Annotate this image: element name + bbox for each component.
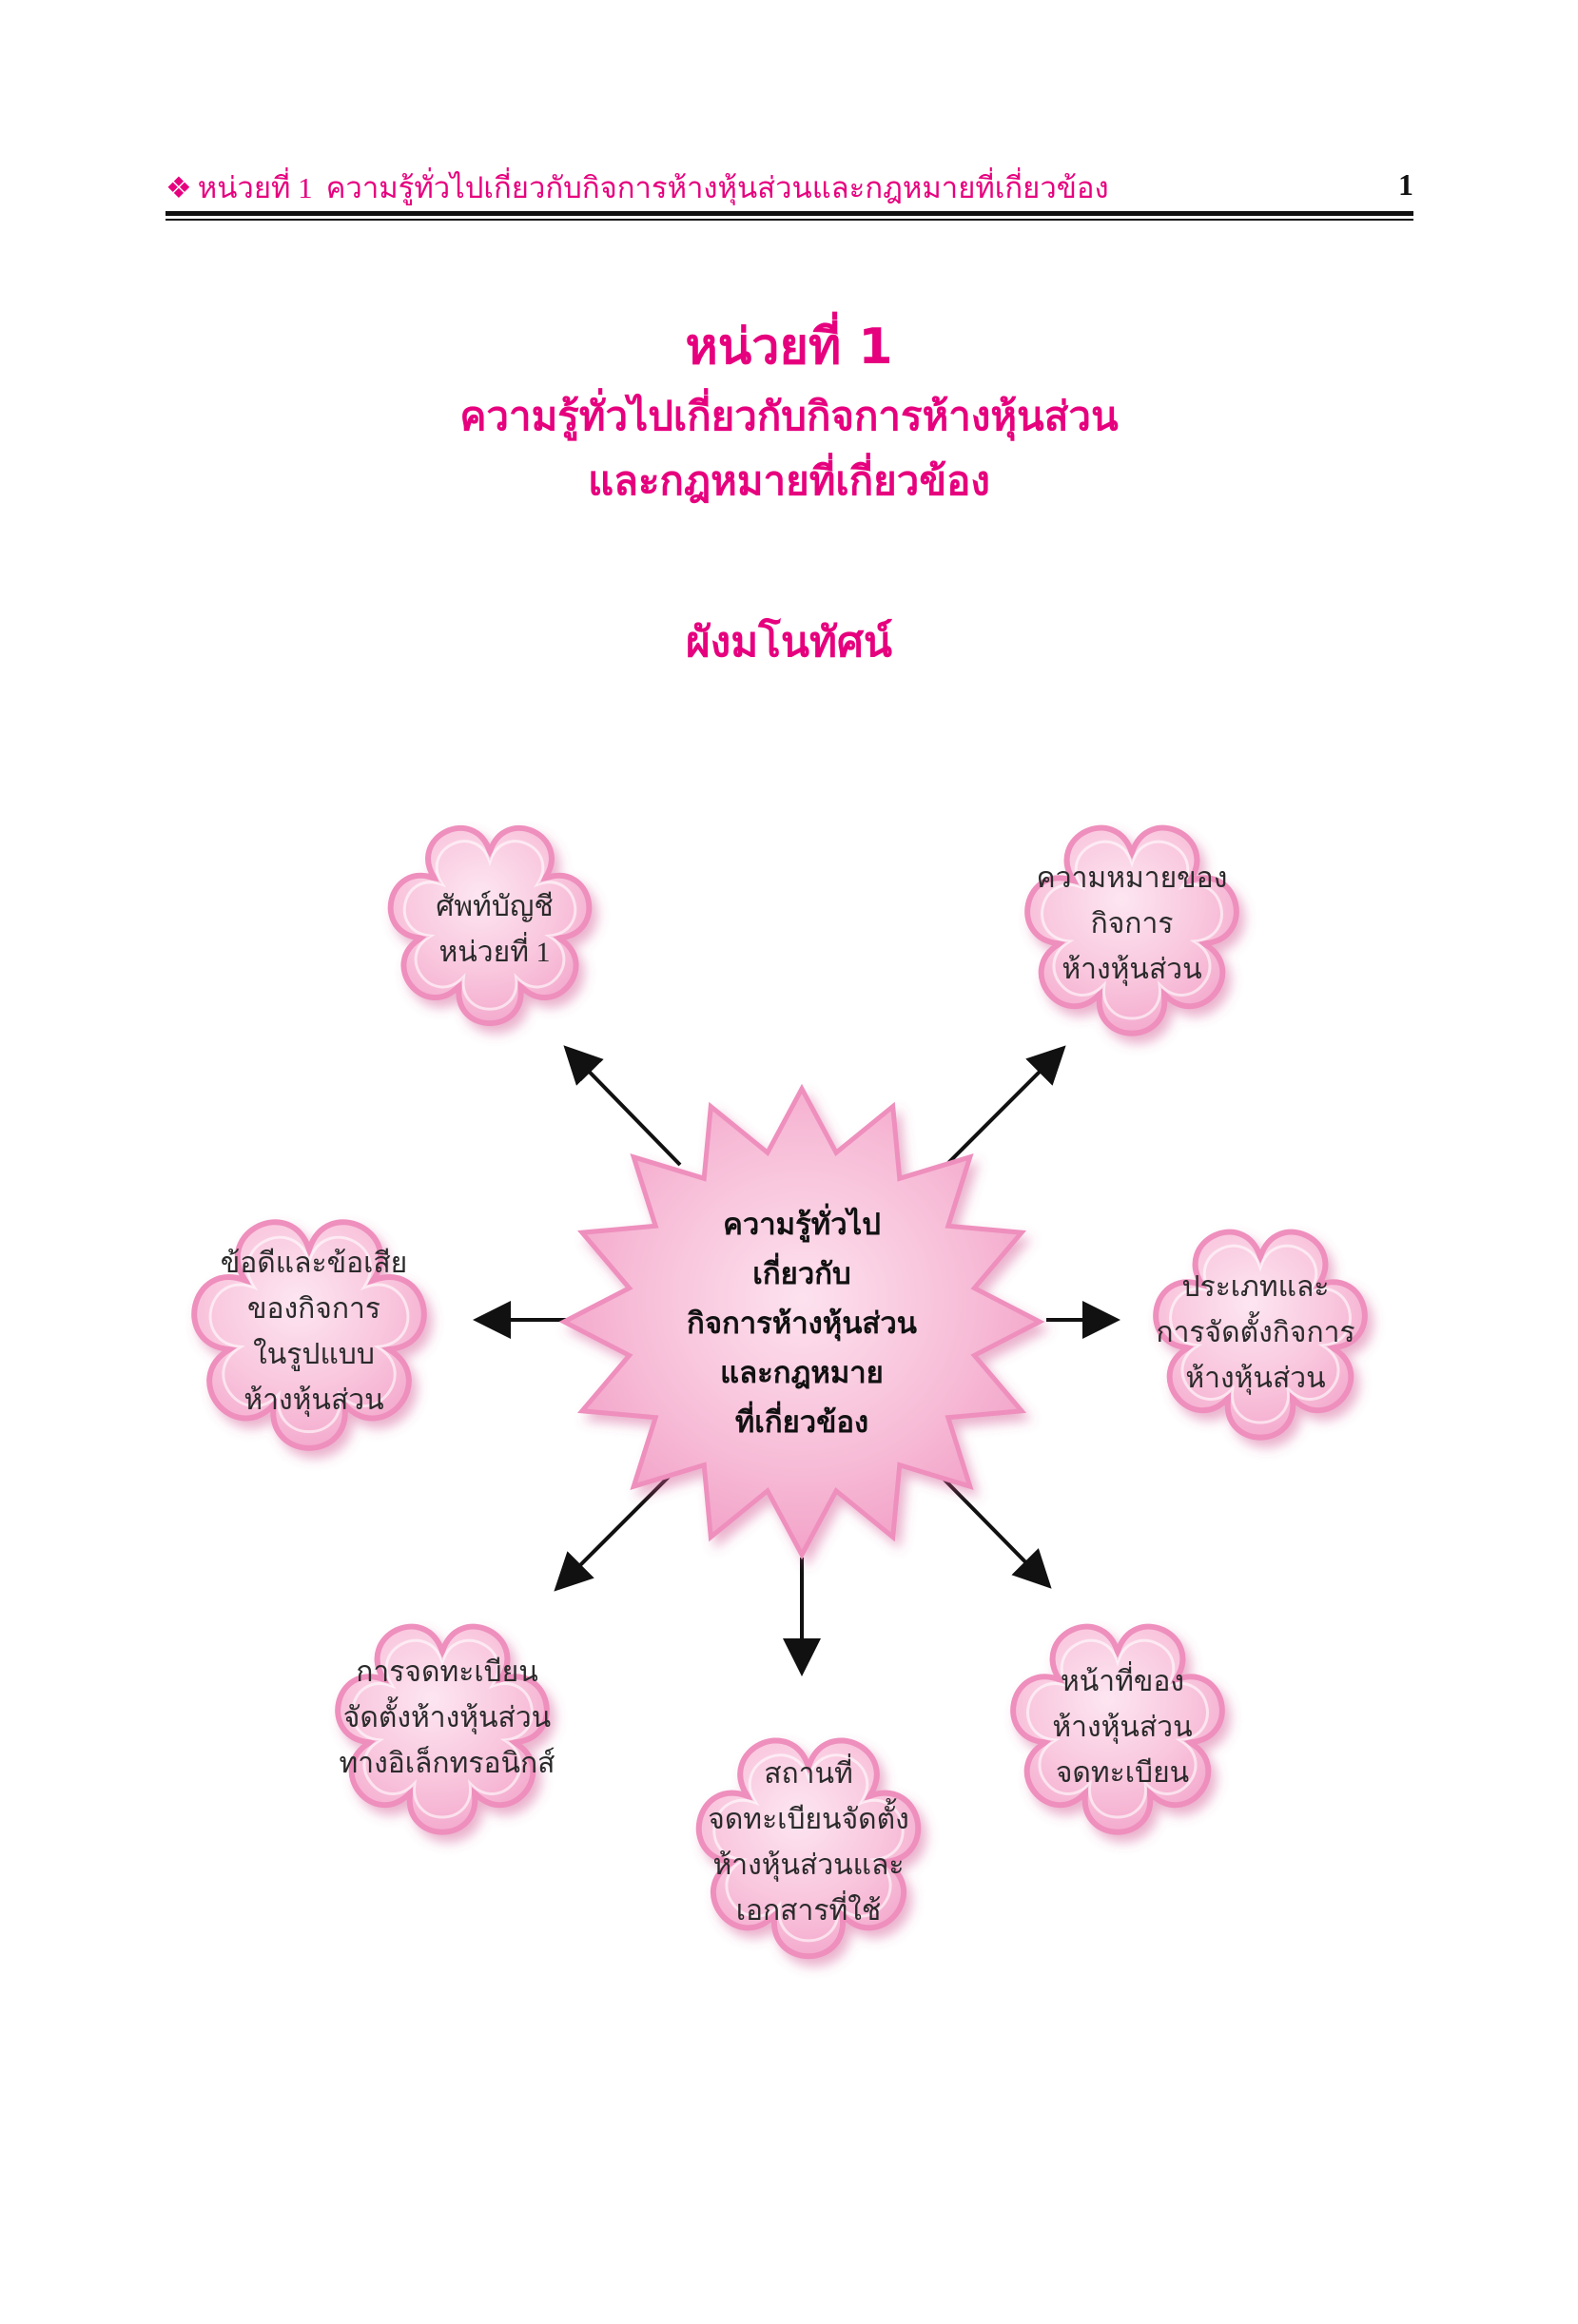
flower-highlight — [402, 840, 577, 1011]
bubble-accounting-terms: ศัพท์บัญชี หน่วยที่ 1 — [376, 884, 614, 976]
chapter-title: ความรู้ทั่วไปเกี่ยวกับกิจการห้างหุ้นส่วน… — [0, 384, 1578, 513]
header-text: ❖หน่วยที่ 1 ความรู้ทั่วไปเกี่ยวกับกิจการห… — [166, 164, 1109, 211]
flower-highlight — [712, 1753, 905, 1943]
flower-bubble-pros-cons — [191, 1219, 427, 1451]
arrow-to-meaning — [935, 1045, 1066, 1176]
flower-outline — [335, 1623, 550, 1835]
bubble-line: ห้างหุ้นส่วน — [1052, 1712, 1193, 1743]
center-line: กิจการห้างหุ้นส่วน — [687, 1307, 917, 1341]
bubble-line: ทางอิเล็กทรอนิกส์ — [339, 1748, 555, 1779]
unit-title: หน่วยที่ 1 — [685, 319, 893, 376]
chapter-title-line-1: ความรู้ทั่วไปเกี่ยวกับกิจการห้างหุ้นส่วน — [459, 393, 1119, 439]
bubble-line: ข้อดีและข้อเสีย — [220, 1248, 408, 1279]
bubble-types: ประเภทและ การจัดตั้งกิจการ ห้างหุ้นส่วน — [1137, 1265, 1374, 1402]
center-line: เกี่ยวกับ — [752, 1257, 851, 1291]
flower-bubble-meaning — [1024, 824, 1239, 1036]
bubble-line: จัดตั้งห้างหุ้นส่วน — [342, 1702, 552, 1733]
bubble-line: ของกิจการ — [246, 1293, 381, 1325]
bubble-registration-place: สถานที่ จดทะเบียนจัดตั้ง ห้างหุ้นส่วนและ… — [685, 1752, 932, 1934]
bubble-line: ห้างหุ้นส่วน — [1185, 1363, 1326, 1394]
flower-bubble-accounting-terms — [387, 824, 593, 1027]
bubble-line: กิจการ — [1090, 908, 1174, 939]
bubble-line: หน้าที่ของ — [1060, 1666, 1185, 1697]
flower-outline — [1153, 1229, 1368, 1441]
flower-highlight — [1041, 840, 1223, 1020]
concept-map-heading: ผังมโนทัศน์ — [686, 618, 892, 667]
flower-highlight — [1026, 1638, 1209, 1819]
flower-highlight — [351, 1638, 534, 1819]
flower-outline — [387, 824, 593, 1027]
flower-highlight — [208, 1235, 410, 1434]
center-line: ที่เกี่ยวข้อง — [734, 1405, 869, 1440]
header-title: ความรู้ทั่วไปเกี่ยวกับกิจการห้างหุ้นส่วน… — [325, 171, 1109, 204]
arrows — [473, 1045, 1120, 1676]
arrow-to-accounting-terms — [563, 1045, 682, 1167]
header-rule-thick — [166, 211, 1413, 216]
arrow-to-duties — [935, 1470, 1052, 1589]
bubble-line: การจดทะเบียน — [356, 1656, 538, 1688]
bubble-line: ความหมายของ — [1036, 862, 1228, 894]
center-line: ความรู้ทั่วไป — [723, 1208, 881, 1242]
bubble-duties: หน้าที่ของ ห้างหุ้นส่วน จดทะเบียน — [1003, 1659, 1241, 1796]
bubble-line: ประเภทและ — [1181, 1271, 1330, 1303]
flower-outline — [1010, 1623, 1225, 1835]
bubble-line: การจัดตั้งกิจการ — [1156, 1317, 1355, 1348]
flower-outline — [1024, 824, 1239, 1036]
header-rule-thin — [166, 219, 1413, 221]
running-header: ❖หน่วยที่ 1 ความรู้ทั่วไปเกี่ยวกับกิจการห… — [166, 164, 1413, 221]
bubble-layer — [191, 824, 1368, 1960]
flower-bubble-registration-place — [695, 1737, 922, 1960]
flower-highlight — [1169, 1244, 1352, 1424]
bubble-line: หน่วยที่ 1 — [438, 937, 551, 968]
center-line: และกฎหมาย — [720, 1356, 884, 1390]
bubble-meaning: ความหมายของ กิจการ ห้างหุ้นส่วน — [1013, 856, 1251, 993]
page-number: 1 — [1398, 167, 1413, 202]
bubble-line: จดทะเบียน — [1055, 1757, 1190, 1789]
bubble-line: สถานที่ — [764, 1758, 853, 1790]
flower-outline — [191, 1219, 427, 1451]
diamond-icon: ❖ — [166, 171, 192, 204]
flower-outline — [695, 1737, 922, 1960]
star-outline — [558, 1083, 1045, 1560]
flower-bubble-e-registration — [335, 1623, 550, 1835]
title-block: หน่วยที่ 1 ความรู้ทั่วไปเกี่ยวกับกิจการห… — [0, 314, 1578, 513]
chapter-title-line-2: และกฎหมายที่เกี่ยวข้อง — [588, 457, 990, 504]
bubble-line: ในรูปแบบ — [253, 1339, 375, 1370]
center-label: ความรู้ทั่วไป เกี่ยวกับ กิจการห้างหุ้นส่… — [635, 1200, 968, 1447]
flower-bubble-types — [1153, 1229, 1368, 1441]
center-star-shape — [558, 1083, 1045, 1560]
bubble-line: จดทะเบียนจัดตั้ง — [708, 1804, 909, 1835]
flower-bubble-duties — [1010, 1623, 1225, 1835]
bubble-pros-cons: ข้อดีและข้อเสีย ของกิจการ ในรูปแบบ ห้างห… — [195, 1241, 433, 1423]
bubble-line: เอกสารที่ใช้ — [735, 1895, 882, 1927]
arrow-to-e-registration — [554, 1470, 675, 1592]
bubble-line: ห้างหุ้นส่วน — [1062, 954, 1202, 985]
bubble-line: ศัพท์บัญชี — [436, 891, 554, 922]
bubble-line: ห้างหุ้นส่วนและ — [712, 1850, 905, 1881]
header-unit: หน่วยที่ 1 — [197, 171, 313, 204]
bubble-e-registration: การจดทะเบียน จัดตั้งห้างหุ้นส่วน ทางอิเล… — [314, 1650, 580, 1787]
bubble-line: ห้างหุ้นส่วน — [244, 1385, 384, 1416]
